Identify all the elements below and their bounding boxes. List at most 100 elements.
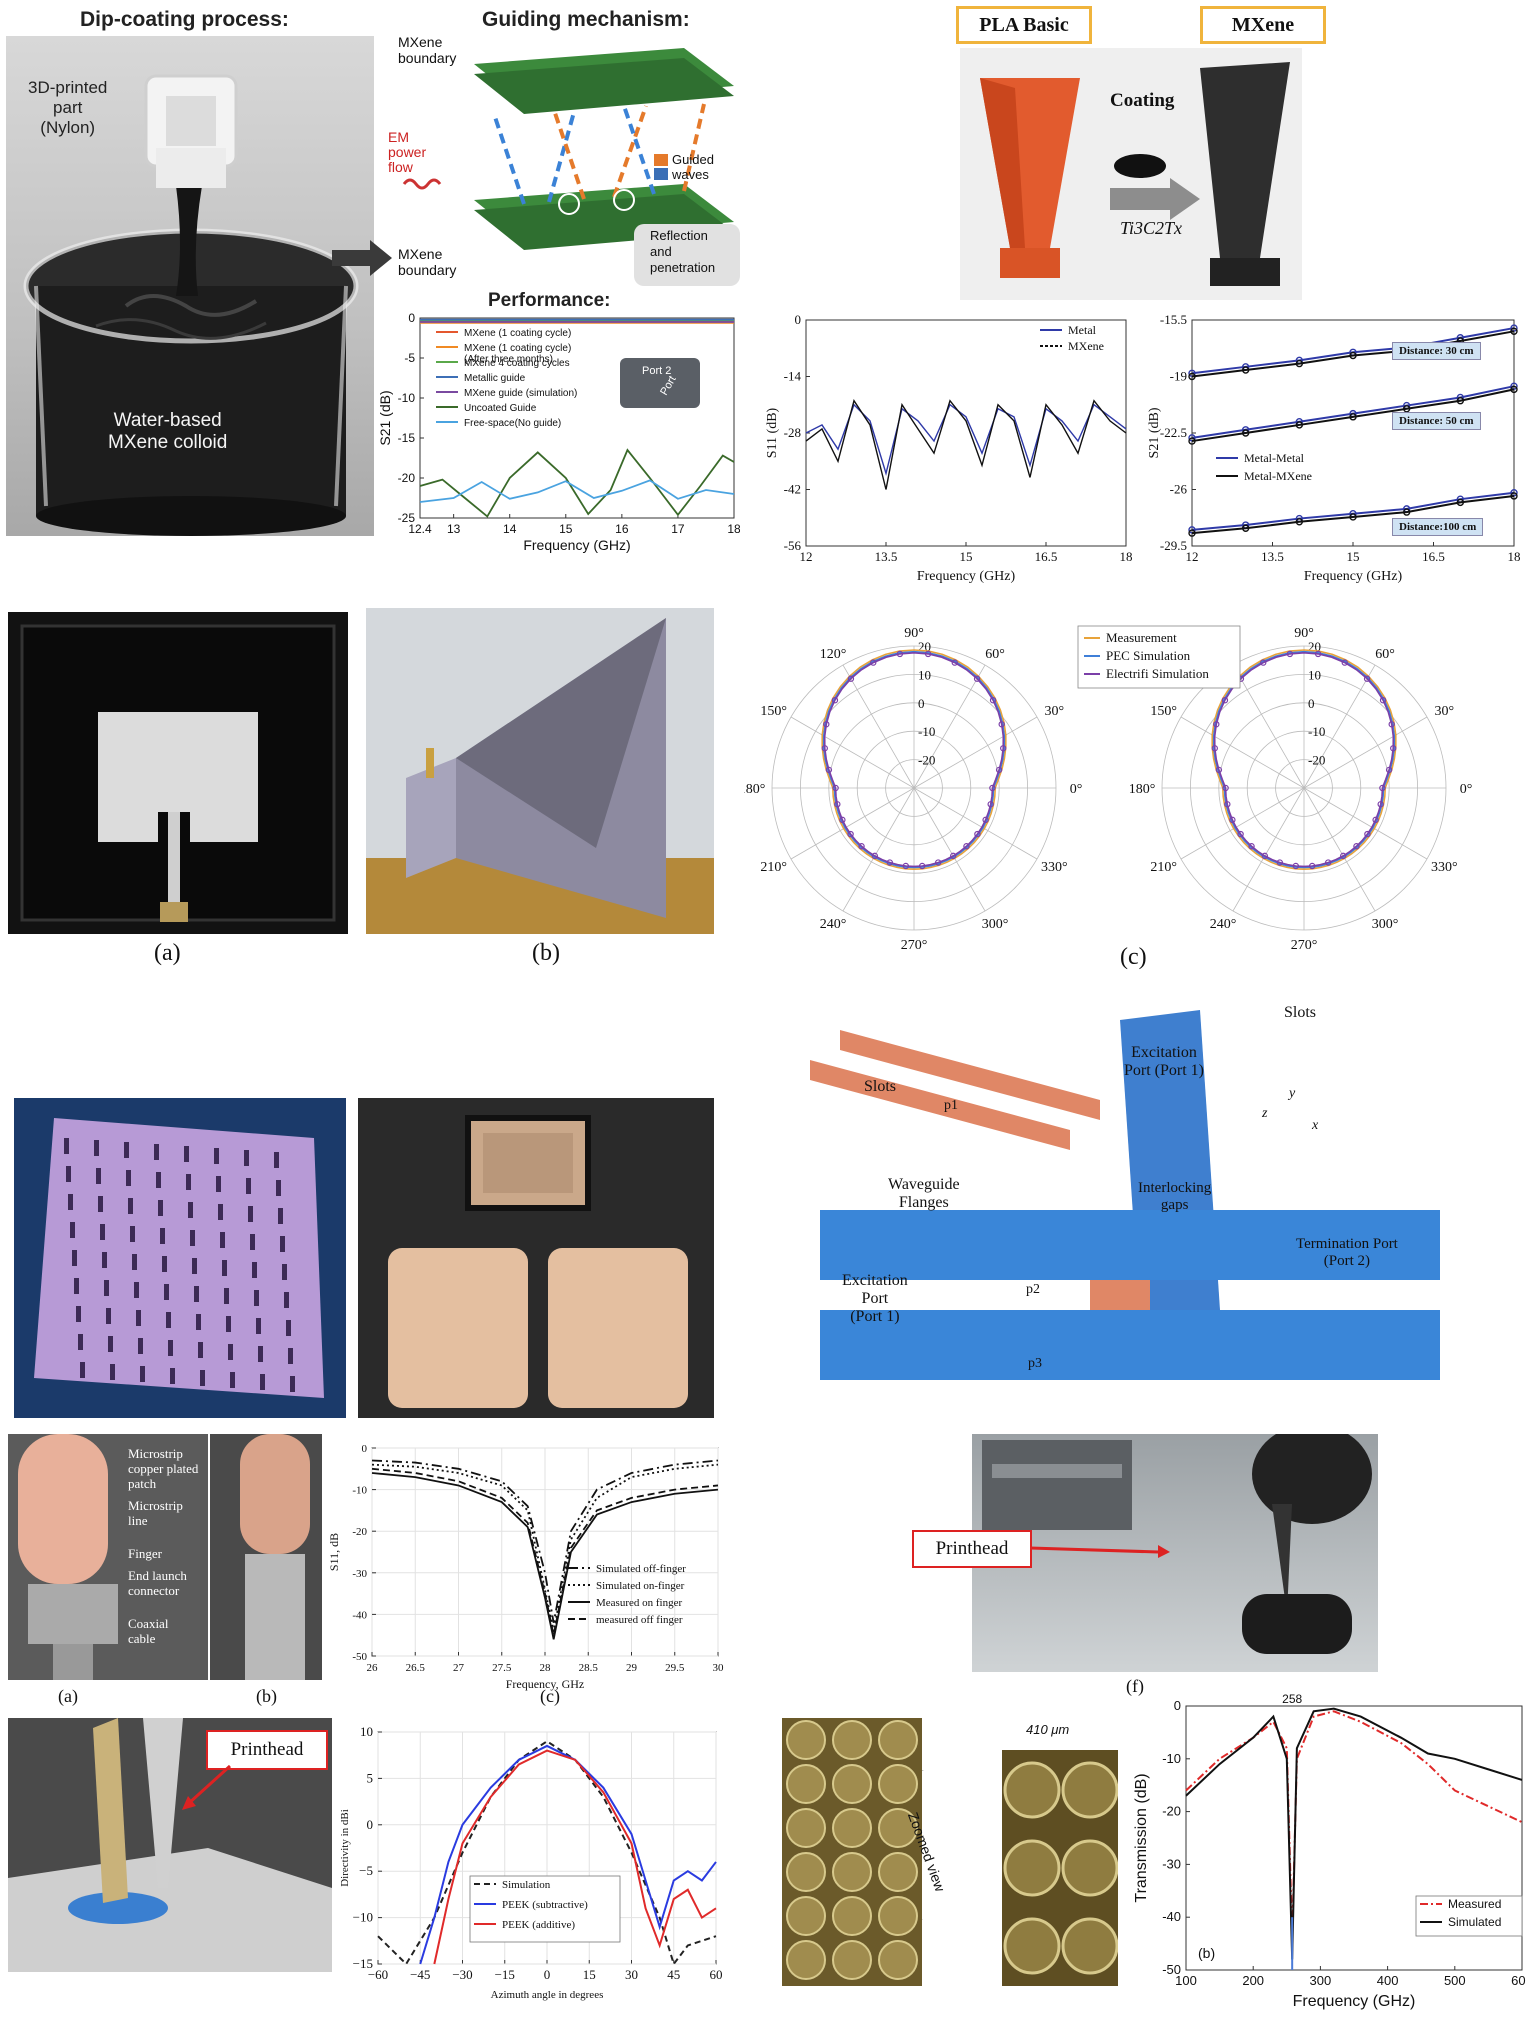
port-label-2: Port 2 [642, 365, 671, 377]
y-tick-label: -56 [784, 538, 802, 553]
legend-box [1415, 1895, 1523, 1937]
y-tick-label: −5 [359, 1863, 373, 1878]
slot [158, 1200, 163, 1216]
slot [132, 1254, 137, 1270]
slot [254, 1290, 259, 1306]
slot [218, 1204, 223, 1220]
series-line [419, 479, 735, 503]
polar-marker [1390, 745, 1397, 752]
polar-marker [834, 801, 841, 808]
slot [184, 1146, 189, 1162]
polar-angle-label: 30° [1044, 704, 1064, 719]
y-tick-label: -19 [1170, 369, 1187, 384]
slot [78, 1334, 83, 1350]
caption-a-row4: (a) [58, 1686, 78, 1706]
label-excitation-port-2: Excitation Port (Port 1) [842, 1272, 908, 1325]
slot [248, 1206, 253, 1222]
x-tick-label: 15 [583, 1967, 596, 1982]
caption-c-row4: (c) [540, 1686, 560, 1706]
y-tick-label: -10 [1162, 1751, 1181, 1766]
array-cell-zoom [1003, 1761, 1061, 1819]
polar-marker [1292, 862, 1300, 870]
label-distance-100: Distance:100 cm [1392, 518, 1484, 536]
plot-area [419, 317, 735, 519]
slot [256, 1318, 261, 1334]
polar-spoke [913, 716, 1038, 789]
polar-marker [1325, 859, 1332, 866]
polar-marker [1260, 659, 1267, 666]
x-tick-label: −45 [410, 1967, 430, 1982]
y-tick-label: -15.5 [1160, 312, 1187, 327]
array-cell [832, 1720, 872, 1760]
label-coating: Coating [1110, 90, 1175, 111]
photo-printhead-top [972, 1434, 1378, 1672]
photo-horn-antenna [366, 608, 714, 934]
slot [98, 1196, 103, 1212]
polar-spoke [790, 716, 915, 789]
label-boundary-bottom: MXene boundary [398, 246, 457, 278]
title-performance: Performance: [488, 290, 611, 311]
label-microstrip-line: Microstrip line [128, 1498, 183, 1528]
panel-label: (b) [1198, 1945, 1215, 1961]
polar-marker [1372, 816, 1379, 824]
label-mxene: MXene [1200, 6, 1326, 44]
legend-label: Measured [1448, 1897, 1501, 1911]
polar-marker [1224, 801, 1231, 808]
x-tick-label: 18 [727, 522, 740, 536]
x-tick-label: 16.5 [1422, 549, 1445, 564]
legend-label: MXene [1068, 339, 1104, 353]
polar-spoke [1232, 787, 1305, 912]
y-tick-label: -30 [1162, 1856, 1181, 1871]
slot [280, 1236, 285, 1252]
caption-c-row2: (c) [1120, 944, 1147, 970]
polar-angle-label: 300° [982, 917, 1009, 932]
array-cell [878, 1896, 918, 1936]
label-p3: p3 [1028, 1356, 1042, 1371]
polar-marker [847, 675, 855, 682]
polar-marker [1237, 830, 1244, 838]
slot [224, 1288, 229, 1304]
arrow-printhead-bottom-icon [182, 1764, 232, 1810]
slot [72, 1250, 77, 1266]
array-cell [786, 1896, 826, 1936]
polar-marker [951, 659, 958, 666]
array-cell-zoom [1061, 1839, 1118, 1897]
polar-marker [1377, 801, 1384, 808]
label-slots: Slots [864, 1078, 897, 1095]
label-distance-50: Distance: 50 cm [1392, 412, 1481, 430]
polar-marker [974, 830, 981, 838]
polar-spoke [842, 664, 915, 789]
slot [260, 1374, 265, 1390]
label-pla-basic: PLA Basic [956, 6, 1092, 44]
polar-angle-label: 270° [901, 938, 928, 950]
polar-r-label: -10 [1308, 724, 1325, 739]
zoom-connector [921, 1749, 1003, 1987]
data-point [1510, 327, 1518, 335]
legend-label: Metallic guide [464, 373, 526, 384]
slot [186, 1174, 191, 1190]
polar-spoke [1180, 716, 1305, 789]
y-tick-label: -50 [352, 1651, 367, 1663]
series-line [805, 399, 1127, 490]
array-cell [878, 1808, 918, 1848]
array-cell [878, 1764, 918, 1804]
slot [196, 1314, 201, 1330]
polar-spoke [913, 664, 986, 789]
slot [96, 1168, 101, 1184]
polar-marker [998, 721, 1005, 728]
data-point [1295, 421, 1304, 429]
data-point [1241, 524, 1250, 532]
slot [140, 1366, 145, 1382]
legend-label: (After three months) [464, 354, 553, 365]
slot [130, 1226, 135, 1242]
y-axis-label: Directivity in dBi [339, 1809, 351, 1887]
legend-box [469, 1875, 621, 1943]
chart-transmission: 1002003004005006000-10-20-30-40-50Freque… [1130, 1690, 1526, 2010]
x-axis-label: Frequency (GHz) [523, 537, 630, 553]
polar-marker [886, 859, 893, 866]
legend-label: PEEK (subtractive) [502, 1899, 588, 1911]
x-tick-label: 14 [503, 522, 517, 536]
